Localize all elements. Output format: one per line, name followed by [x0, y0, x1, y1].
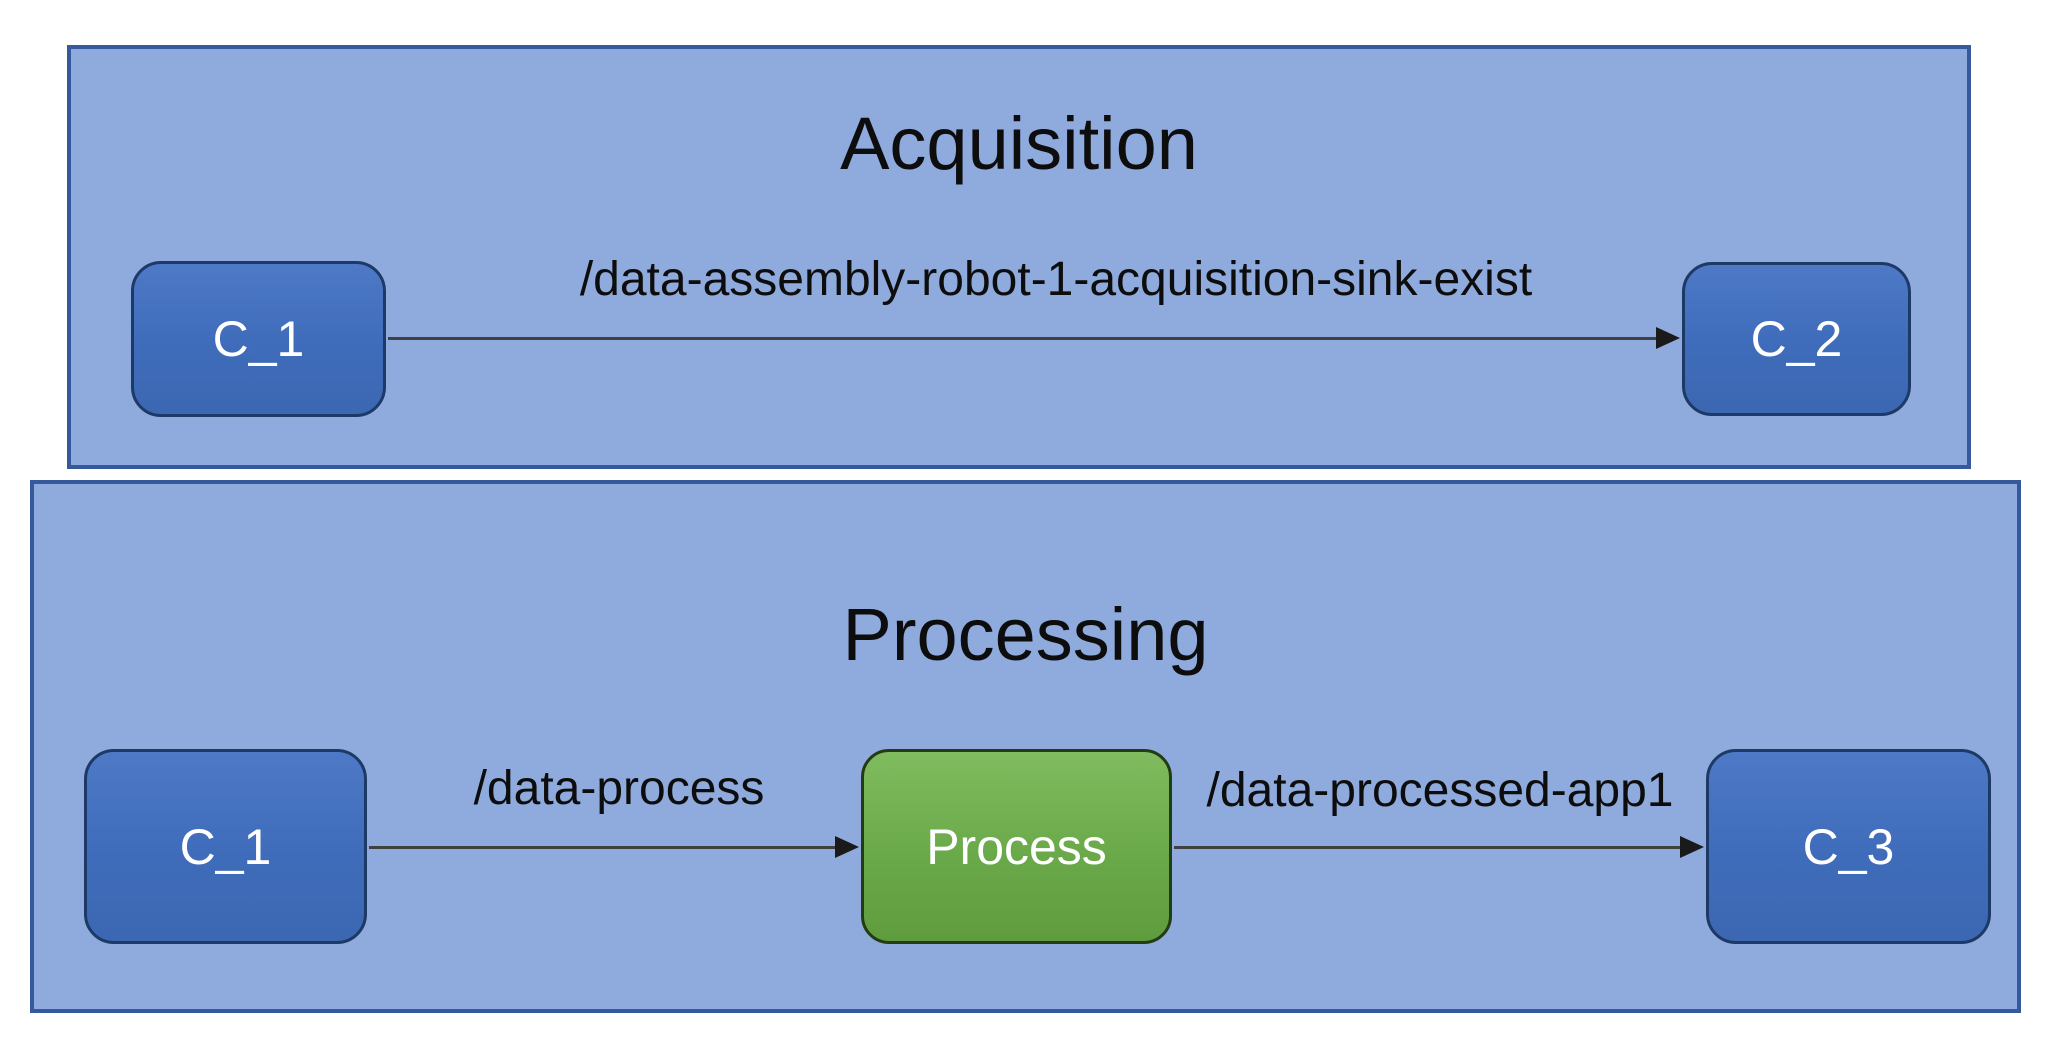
processing-edge1-label: /data-process — [473, 762, 765, 815]
processing-node-c3: C_3 — [1706, 749, 1991, 944]
processing-edge2-line — [1174, 846, 1680, 849]
acquisition-node-c1: C_1 — [131, 261, 386, 417]
arrowhead-right-icon — [1656, 327, 1680, 349]
acquisition-node-c2-label: C_2 — [1750, 311, 1843, 367]
acquisition-edge-line — [388, 337, 1656, 340]
acquisition-node-c1-label: C_1 — [212, 311, 305, 367]
processing-panel: Processing C_1 /data-process Process /da… — [30, 480, 2021, 1013]
processing-panel-title: Processing — [842, 593, 1209, 676]
acquisition-panel: Acquisition C_1 /data-assembly-robot-1-a… — [67, 45, 1971, 469]
processing-node-process-label: Process — [926, 818, 1107, 875]
acquisition-node-c2: C_2 — [1682, 262, 1911, 416]
processing-node-c3-label: C_3 — [1802, 818, 1895, 875]
acquisition-edge-label: /data-assembly-robot-1-acquisition-sink-… — [579, 253, 1533, 306]
acquisition-panel-title: Acquisition — [840, 102, 1198, 185]
arrowhead-right-icon — [835, 836, 859, 858]
processing-node-process: Process — [861, 749, 1172, 944]
processing-edge1-line — [369, 846, 835, 849]
processing-node-c1-label: C_1 — [179, 818, 272, 875]
processing-edge2-label: /data-processed-app1 — [1206, 764, 1674, 817]
processing-node-c1: C_1 — [84, 749, 367, 944]
arrowhead-right-icon — [1680, 836, 1704, 858]
